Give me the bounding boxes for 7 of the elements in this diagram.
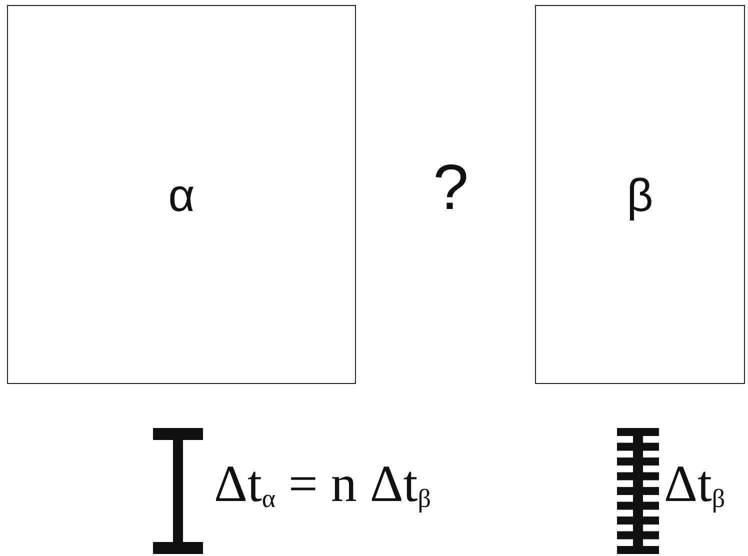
legend-label: Δt$_{α}$ = n Δt$_{β}$ [214, 455, 431, 514]
region-box [7, 5, 356, 384]
legend-label: Δt$_{β}$ [664, 455, 726, 514]
region-box [535, 5, 745, 384]
box-label: α [168, 168, 195, 222]
question-mark: ? [433, 150, 469, 224]
box-label: β [626, 168, 654, 222]
